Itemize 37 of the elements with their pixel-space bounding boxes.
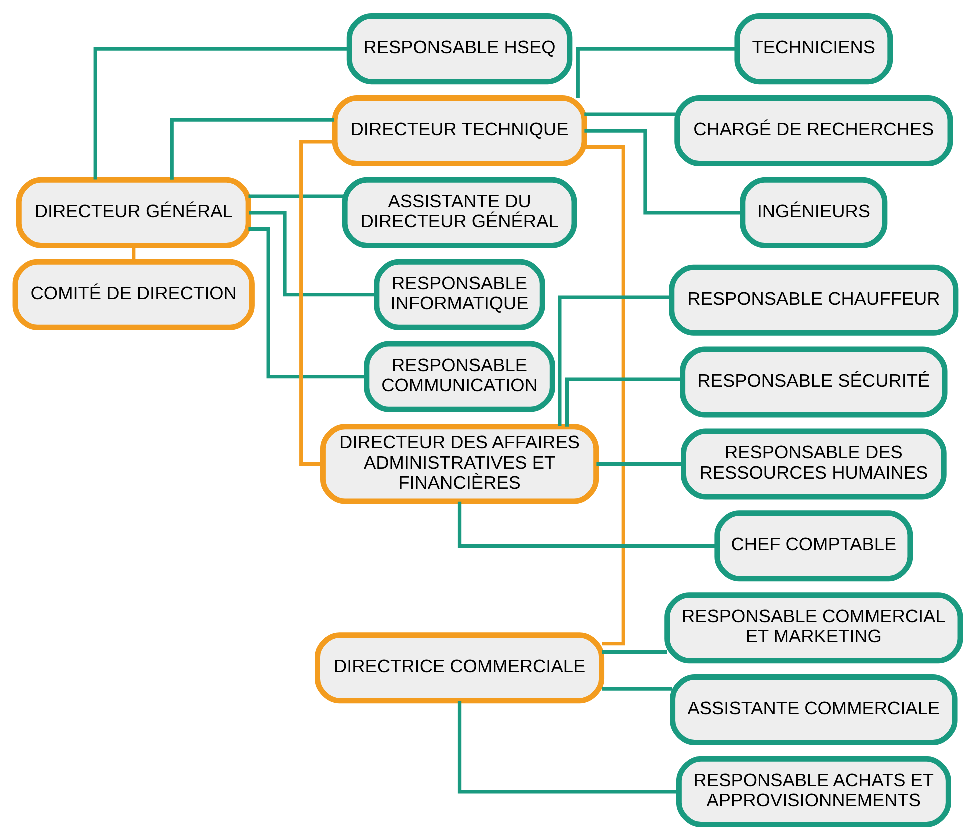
connector: [458, 700, 680, 794]
connector: [248, 227, 366, 378]
connector: [584, 145, 626, 646]
connector: [558, 295, 672, 426]
node-box: DIRECTEUR TECHNIQUE: [332, 95, 588, 166]
node-box: RESPONSABLE SÉCURITÉ: [680, 346, 948, 418]
connector: [602, 686, 672, 690]
connector: [596, 462, 684, 466]
node-box: COMITÉ DE DIRECTION: [12, 258, 255, 330]
node-box: ASSISTANTE DU DIRECTEUR GÉNÉRAL: [342, 176, 578, 248]
node-box: CHARGÉ DE RECHERCHES: [674, 95, 954, 166]
connector: [249, 210, 376, 296]
node-box: RESPONSABLE ACHATS ET APPROVISIONNEMENTS: [676, 756, 952, 827]
node-box: RESPONSABLE DES RESSOURCES HUMAINES: [681, 428, 947, 500]
connector: [602, 650, 668, 654]
node-box: ASSISTANTE COMMERCIALE: [670, 674, 958, 745]
connector: [94, 46, 350, 180]
node-box: DIRECTEUR GÉNÉRAL: [16, 176, 252, 248]
connector: [458, 501, 718, 548]
connector: [584, 112, 677, 116]
node-box: RESPONSABLE COMMUNICATION: [364, 340, 556, 412]
node-box: RESPONSABLE COMMERCIAL ET MARKETING: [664, 592, 964, 664]
connector: [248, 194, 345, 198]
node-box: RESPONSABLE CHAUFFEUR: [669, 264, 959, 336]
node-box: INGÉNIEURS: [740, 176, 888, 248]
node-box: RESPONSABLE INFORMATIQUE: [374, 258, 546, 330]
connector: [584, 128, 742, 214]
node-box: CHEF COMPTABLE: [714, 510, 914, 582]
node-box: DIRECTEUR DES AFFAIRES ADMINISTRATIVES ET FINANCIÈRES: [320, 424, 600, 504]
connector: [300, 140, 335, 466]
node-box: TECHNICIENS: [734, 13, 894, 84]
node-box: DIRECTRICE COMMERCIALE: [315, 632, 605, 704]
node-box: RESPONSABLE HSEQ: [346, 13, 573, 84]
connector: [565, 377, 683, 426]
connector: [132, 245, 136, 262]
connector: [170, 118, 334, 180]
connector: [576, 46, 738, 98]
